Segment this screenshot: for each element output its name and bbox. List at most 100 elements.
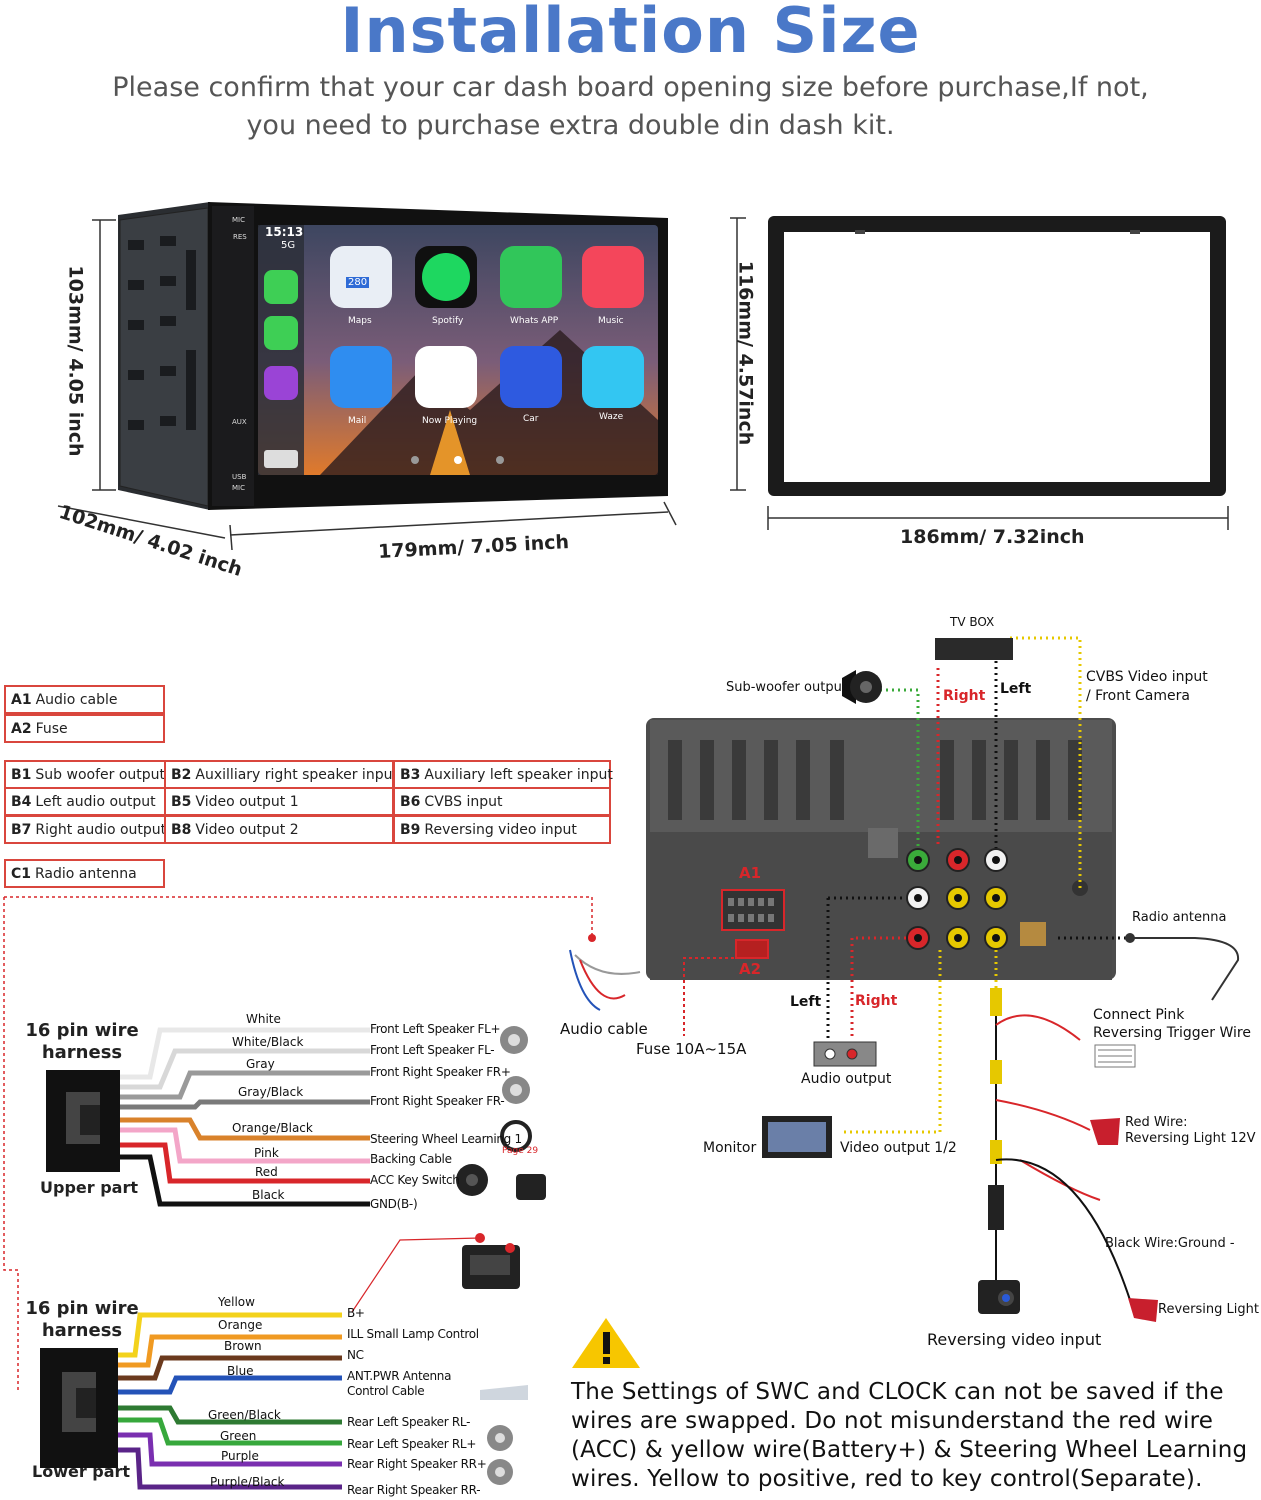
reversing-video-input-label: Reversing video input [927, 1330, 1102, 1349]
wire-function-fl-minus: Front Left Speaker FL- [370, 1043, 495, 1057]
connect-pink-line-1: Connect Pink [1093, 1007, 1185, 1023]
page-note: Page 29 [502, 1146, 539, 1156]
wire-color-yellow: Yellow [218, 1295, 255, 1309]
maps-badge: 280 [346, 277, 370, 288]
lower-harness-title: 16 pin wire harness [20, 1298, 144, 1342]
unit-height-label: 103mm/ 4.05 inch [64, 265, 87, 457]
legend-code: B1 [11, 767, 32, 783]
wire-function-gnd: GND(B-) [370, 1197, 418, 1211]
app-label-whatsapp[interactable]: Whats APP [510, 316, 559, 326]
legend-code: B8 [171, 822, 192, 838]
audio-output-label: Audio output [801, 1071, 892, 1087]
legend-code: B7 [11, 822, 32, 838]
cvbs-line-2: / Front Camera [1086, 688, 1190, 704]
legend-text: Video output 1 [195, 794, 299, 810]
upper-part-label: Upper part [40, 1178, 138, 1197]
wire-color-black: Black [252, 1188, 285, 1202]
wire-function-backing: Backing Cable [370, 1152, 452, 1166]
wire-function-rl-plus: Rear Left Speaker RL+ [347, 1437, 477, 1451]
legend-text: Right audio output [35, 822, 167, 838]
wire-color-purple-black: Purple/Black [210, 1475, 285, 1489]
upper-harness-title: 16 pin wire harness [20, 1020, 144, 1064]
app-label-mail[interactable]: Mail [348, 416, 367, 426]
wire-function-rl-minus: Rear Left Speaker RL- [347, 1415, 471, 1429]
legend-code: C1 [11, 866, 32, 882]
wire-color-white-black: White/Black [232, 1035, 304, 1049]
red-wire-line-2: Reversing Light 12V + [1125, 1131, 1261, 1146]
frame-height-label: 116mm/ 4.57inch [734, 260, 757, 446]
screen-time: 15:13 [265, 225, 304, 239]
subtitle-line-1: Please confirm that your car dash board … [112, 72, 1149, 103]
connect-pink-line-2: Reversing Trigger Wire [1093, 1025, 1251, 1041]
subwoofer-output-label: Sub-woofer output [726, 680, 847, 695]
right-bottom-label: Right [855, 993, 898, 1009]
app-label-now-playing[interactable]: Now Playing [422, 416, 478, 426]
app-label-waze[interactable]: Waze [599, 412, 624, 422]
legend-code: B2 [171, 767, 192, 783]
wire-color-gray: Gray [246, 1057, 275, 1071]
wire-color-red: Red [255, 1165, 278, 1179]
legend-code: A2 [11, 721, 32, 737]
wire-function-fr-minus: Front Right Speaker FR- [370, 1094, 505, 1108]
wire-color-blue: Blue [227, 1364, 254, 1378]
legend-code: B6 [400, 794, 421, 810]
black-wire-label: Black Wire:Ground - [1105, 1236, 1235, 1251]
head-unit-illustration [57, 202, 677, 551]
a2-label: A2 [739, 960, 762, 978]
wire-function-ill: ILL Small Lamp Control [347, 1327, 479, 1341]
wire-color-orange: Orange [218, 1318, 263, 1332]
tv-box-label: TV BOX [950, 615, 995, 629]
side-label-mic-bottom: MIC [232, 484, 245, 492]
fuse-label: Fuse 10A~15A [636, 1040, 747, 1058]
screen-network: 5G [281, 240, 296, 251]
wire-color-purple: Purple [221, 1449, 259, 1463]
harness-title-line-1: 16 pin wire [25, 1298, 139, 1319]
audio-cable-label: Audio cable [560, 1020, 648, 1038]
left-top-label: Left [1000, 681, 1032, 697]
wire-color-pink: Pink [254, 1146, 279, 1160]
wiring-diagram [3, 636, 1240, 1490]
legend-text: Video output 2 [195, 822, 299, 838]
wire-function-acc: ACC Key Switch [370, 1173, 460, 1187]
warning-text: The Settings of SWC and CLOCK can not be… [571, 1379, 1248, 1492]
app-label-music[interactable]: Music [598, 316, 624, 326]
wire-color-green: Green [220, 1429, 257, 1443]
side-label-usb: USB [232, 473, 247, 481]
wire-function-rr-plus: Rear Right Speaker RR+ [347, 1457, 487, 1471]
side-label-mic: MIC [232, 216, 245, 224]
wire-function-steering: Steering Wheel Learning 1 [370, 1132, 522, 1146]
harness-title-line-2: harness [41, 1042, 123, 1063]
wire-function-rr-minus: Rear Right Speaker RR- [347, 1483, 481, 1497]
app-label-spotify[interactable]: Spotify [432, 316, 464, 326]
dash-frame-illustration [730, 216, 1229, 530]
wire-function-ant-line-2: Control Cable [347, 1384, 425, 1398]
wire-color-green-black: Green/Black [208, 1408, 281, 1422]
side-label-res: RES [233, 233, 247, 241]
legend-text: Audio cable [35, 692, 118, 708]
app-label-maps[interactable]: Maps [348, 316, 372, 326]
subtitle-line-2: you need to purchase extra double din da… [246, 110, 895, 141]
wire-color-gray-black: Gray/Black [238, 1085, 304, 1099]
right-top-label: Right [943, 688, 986, 704]
page-title: Installation Size [340, 0, 921, 67]
legend-text: Left audio output [35, 794, 156, 810]
a1-label: A1 [739, 864, 762, 882]
app-label-car[interactable]: Car [523, 414, 539, 424]
wire-function-ant-line-1: ANT.PWR Antenna [347, 1369, 452, 1383]
legend-text: Radio antenna [35, 866, 137, 882]
wire-color-brown: Brown [224, 1339, 262, 1353]
frame-width-label: 186mm/ 7.32inch [900, 526, 1085, 548]
video-output-label: Video output 1/2 [840, 1140, 957, 1156]
legend-code: B5 [171, 794, 192, 810]
legend-code: B9 [400, 822, 421, 838]
legend-text: Sub woofer output [35, 767, 166, 783]
harness-title-line-2: harness [41, 1320, 123, 1341]
wire-color-white: White [246, 1012, 281, 1026]
wire-color-orange-black: Orange/Black [232, 1121, 313, 1135]
reversing-light-label: Reversing Light [1158, 1302, 1259, 1317]
